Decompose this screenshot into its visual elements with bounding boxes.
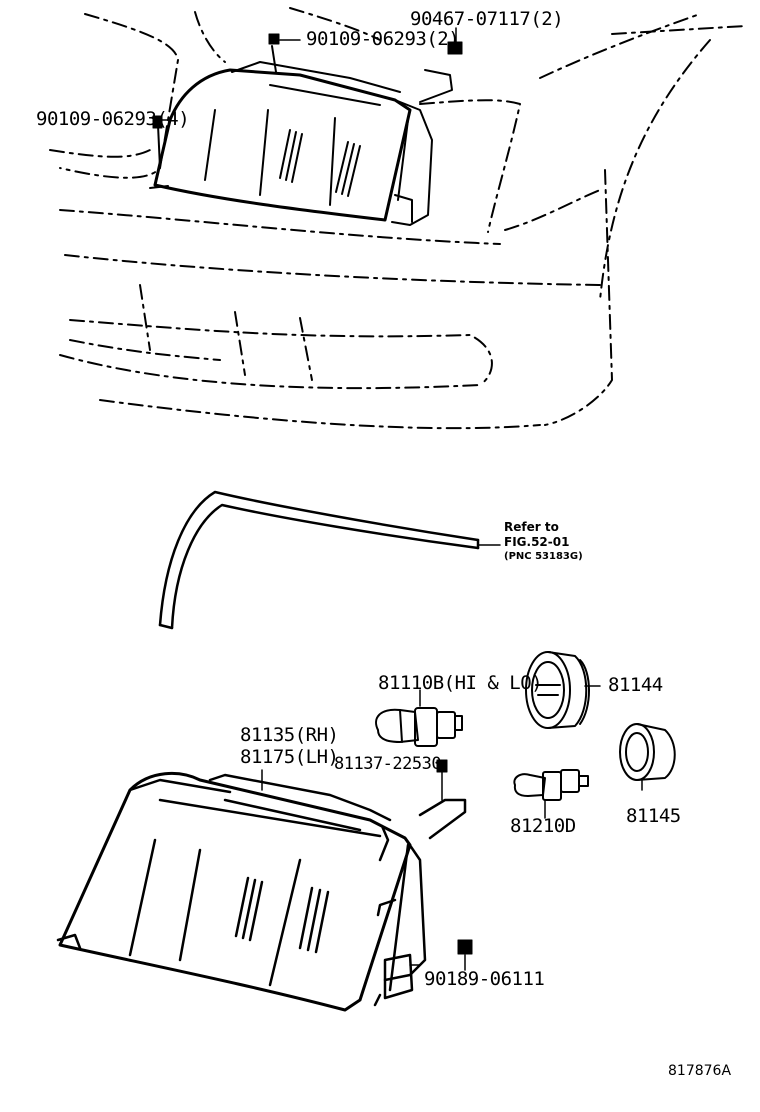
leaders-lower (409, 771, 466, 971)
reference-line1: Refer to (504, 520, 559, 534)
callout-nut-lower: 90189-06111 (424, 968, 545, 990)
bulb-81210d (513, 769, 589, 819)
callout-headlamp-rh: 81135(RH) (240, 724, 339, 746)
cap-81144 (525, 651, 601, 729)
callout-screw-lamp: 81137-22530 (334, 754, 442, 774)
callout-bulb-hi-lo: 81110B(HI & LO) (378, 672, 543, 694)
cap-81145 (619, 723, 676, 791)
bulb-hi-lo (375, 689, 463, 747)
callout-screw-upper: 90109-06293(2) (306, 28, 460, 50)
reference-line3: (PNC 53183G) (504, 551, 583, 562)
callout-bulb-small: 81210D (510, 815, 576, 837)
lower-headlamp (56, 769, 467, 1012)
reference-line2: FIG.52-01 (504, 535, 570, 549)
upper-headlamp (149, 45, 453, 226)
callout-cap-large: 81144 (608, 674, 663, 696)
callout-screw-left: 90109-06293(4) (36, 108, 190, 130)
garnish-strip (158, 490, 501, 630)
callout-headlamp-lh: 81175(LH) (240, 746, 339, 768)
screws-upper (152, 33, 463, 129)
callout-clip-upper: 90467-07117(2) (410, 8, 564, 30)
callout-cap-small: 81145 (626, 805, 681, 827)
vehicle-body-outline (49, 7, 746, 430)
figure-code: 817876A (668, 1063, 732, 1079)
